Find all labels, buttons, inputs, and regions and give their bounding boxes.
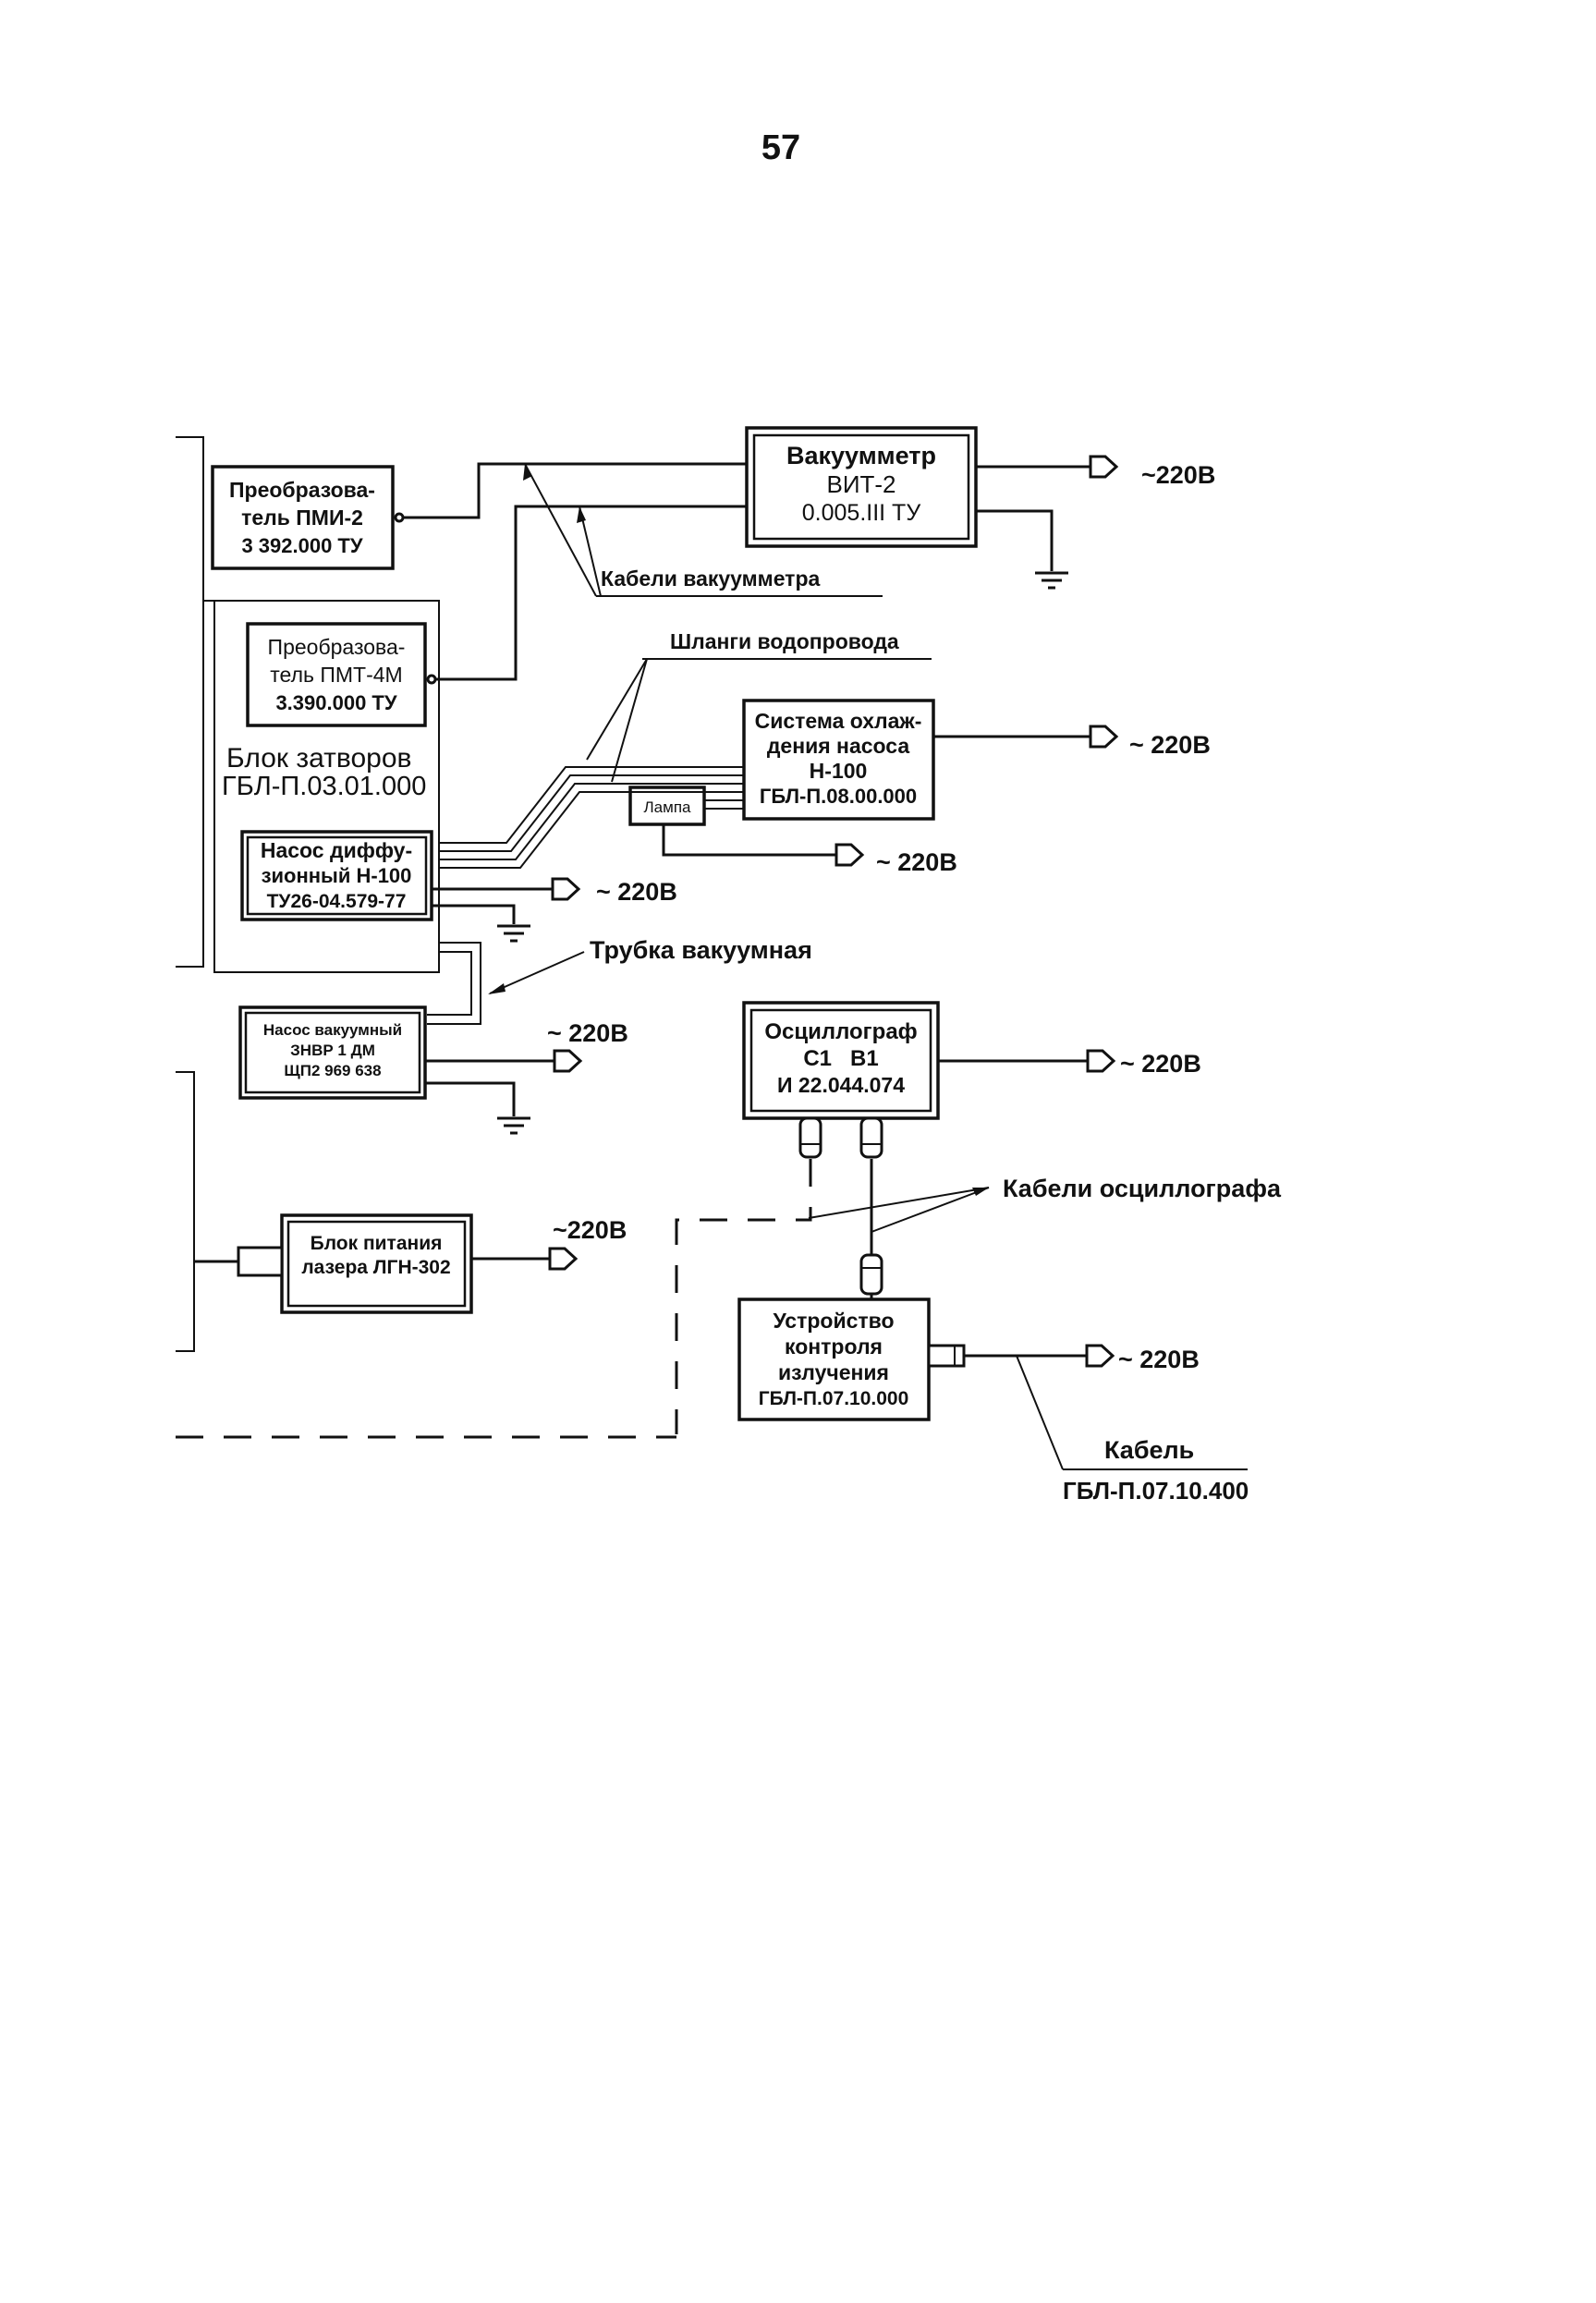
osc-cables-label: Кабели осциллографа — [1003, 1175, 1282, 1202]
diffusion-pump-block: Насос диффу- зионный Н-100 ТУ26-04.579-7… — [240, 830, 433, 921]
laser-line2: лазера ЛГН-302 — [301, 1257, 450, 1278]
diffpump-line2: зионный Н-100 — [262, 864, 412, 887]
connector-icon — [927, 1344, 966, 1368]
vacpump-line3: ЩП2 969 638 — [284, 1062, 381, 1079]
vacuum-gauge-vit2-block: Вакуумметр ВИТ-2 0.005.III ТУ — [745, 426, 978, 548]
osc-power-label: ~ 220В — [1120, 1050, 1201, 1078]
pmi2-line3: 3 392.000 ТУ — [241, 534, 362, 557]
connector-icon — [798, 1116, 822, 1159]
cable-label: Кабель — [1104, 1436, 1194, 1464]
vit2-line3: 0.005.III ТУ — [802, 500, 921, 526]
vit2-line2: ВИТ-2 — [826, 470, 895, 498]
radiation-control-block: Устройство контроля излучения ГБЛ-П.07.1… — [737, 1298, 931, 1421]
control-line1: Устройство — [773, 1309, 894, 1333]
control-power-label: ~ 220В — [1118, 1346, 1200, 1373]
water-hoses — [439, 766, 744, 869]
pmt4m-line1: Преобразова- — [268, 635, 406, 659]
pmi2-line1: Преобразова- — [229, 478, 375, 502]
shutter-block-line1: Блок затворов — [226, 743, 411, 774]
water-hoses-label: Шланги водопровода — [670, 629, 899, 653]
plug-icon — [1089, 455, 1119, 479]
plug-icon — [548, 1247, 579, 1271]
diffpump-power-label: ~ 220В — [596, 878, 677, 906]
vacuum-tube — [427, 942, 481, 1025]
cooling-power-label: ~ 220В — [1129, 731, 1211, 759]
connector-icon — [859, 1116, 883, 1159]
cooling-line3: Н-100 — [810, 759, 868, 783]
vacuum-cables-label: Кабели вакуумметра — [601, 567, 820, 591]
cooling-line4: ГБЛ-П.08.00.000 — [760, 785, 917, 808]
control-line3: излучения — [778, 1360, 889, 1384]
diffpump-line1: Насос диффу- — [261, 838, 412, 862]
vacpump-line2: ЗНВР 1 ДМ — [290, 1042, 375, 1059]
laser-power-supply-block: Блок питания лазера ЛГН-302 — [280, 1213, 473, 1314]
lamp-label: Лампа — [644, 798, 692, 816]
vacpump-power-label: ~ 220В — [547, 1019, 628, 1047]
cooling-line1: Система охлаж- — [755, 709, 922, 733]
osc-line1: Осциллограф — [764, 1019, 917, 1044]
vacuum-tube-label: Трубка вакуумная — [590, 936, 812, 964]
cooling-line2: дения насоса — [767, 734, 910, 758]
plug-icon — [551, 877, 581, 901]
osc-line3: И 22.044.074 — [777, 1073, 905, 1097]
pmi2-line2: тель ПМИ-2 — [241, 506, 363, 530]
connector-icon — [859, 1253, 883, 1296]
converter-pmi2-block: Преобразова- тель ПМИ-2 3 392.000 ТУ — [211, 465, 395, 570]
ground-icon — [497, 1116, 530, 1135]
control-line2: контроля — [785, 1334, 883, 1359]
oscilloscope-block: Осциллограф С1 В1 И 22.044.074 — [742, 1001, 940, 1120]
plug-icon — [1089, 725, 1119, 749]
laser-power-label: ~220В — [553, 1216, 627, 1244]
plug-icon — [835, 843, 865, 867]
connector-icon — [237, 1246, 284, 1277]
page-number: 57 — [761, 128, 800, 167]
control-line4: ГБЛ-П.07.10.000 — [759, 1388, 909, 1409]
plug-icon — [553, 1049, 583, 1073]
vit2-line1: Вакуумметр — [786, 442, 936, 469]
diffpump-line3: ТУ26-04.579-77 — [267, 891, 407, 912]
laser-line1: Блок питания — [311, 1233, 443, 1254]
plug-icon — [1086, 1049, 1116, 1073]
ground-icon — [1035, 571, 1068, 590]
plug-icon — [1085, 1344, 1115, 1368]
osc-line2: С1 В1 — [803, 1046, 878, 1071]
cable-code-label: ГБЛ-П.07.10.400 — [1063, 1477, 1249, 1505]
pmt4m-line2: тель ПМТ-4М — [270, 663, 402, 687]
lamp-block: Лампа — [628, 786, 706, 826]
vit2-power-label: ~220В — [1141, 461, 1215, 489]
left-frame — [176, 436, 440, 1352]
shutter-block-line2: ГБЛ-П.03.01.000 — [222, 772, 426, 801]
vacuum-pump-block: Насос вакуумный ЗНВР 1 ДМ ЩП2 969 638 — [238, 1005, 427, 1100]
cooling-system-block: Система охлаж- дения насоса Н-100 ГБЛ-П.… — [742, 699, 935, 821]
lamp-power-label: ~ 220В — [876, 848, 957, 876]
vacpump-line1: Насос вакуумный — [263, 1021, 402, 1039]
ground-icon — [497, 924, 530, 943]
converter-pmt4m-block: Преобразова- тель ПМТ-4М 3.390.000 ТУ — [246, 622, 427, 727]
pmt4m-line3: 3.390.000 ТУ — [275, 691, 396, 714]
